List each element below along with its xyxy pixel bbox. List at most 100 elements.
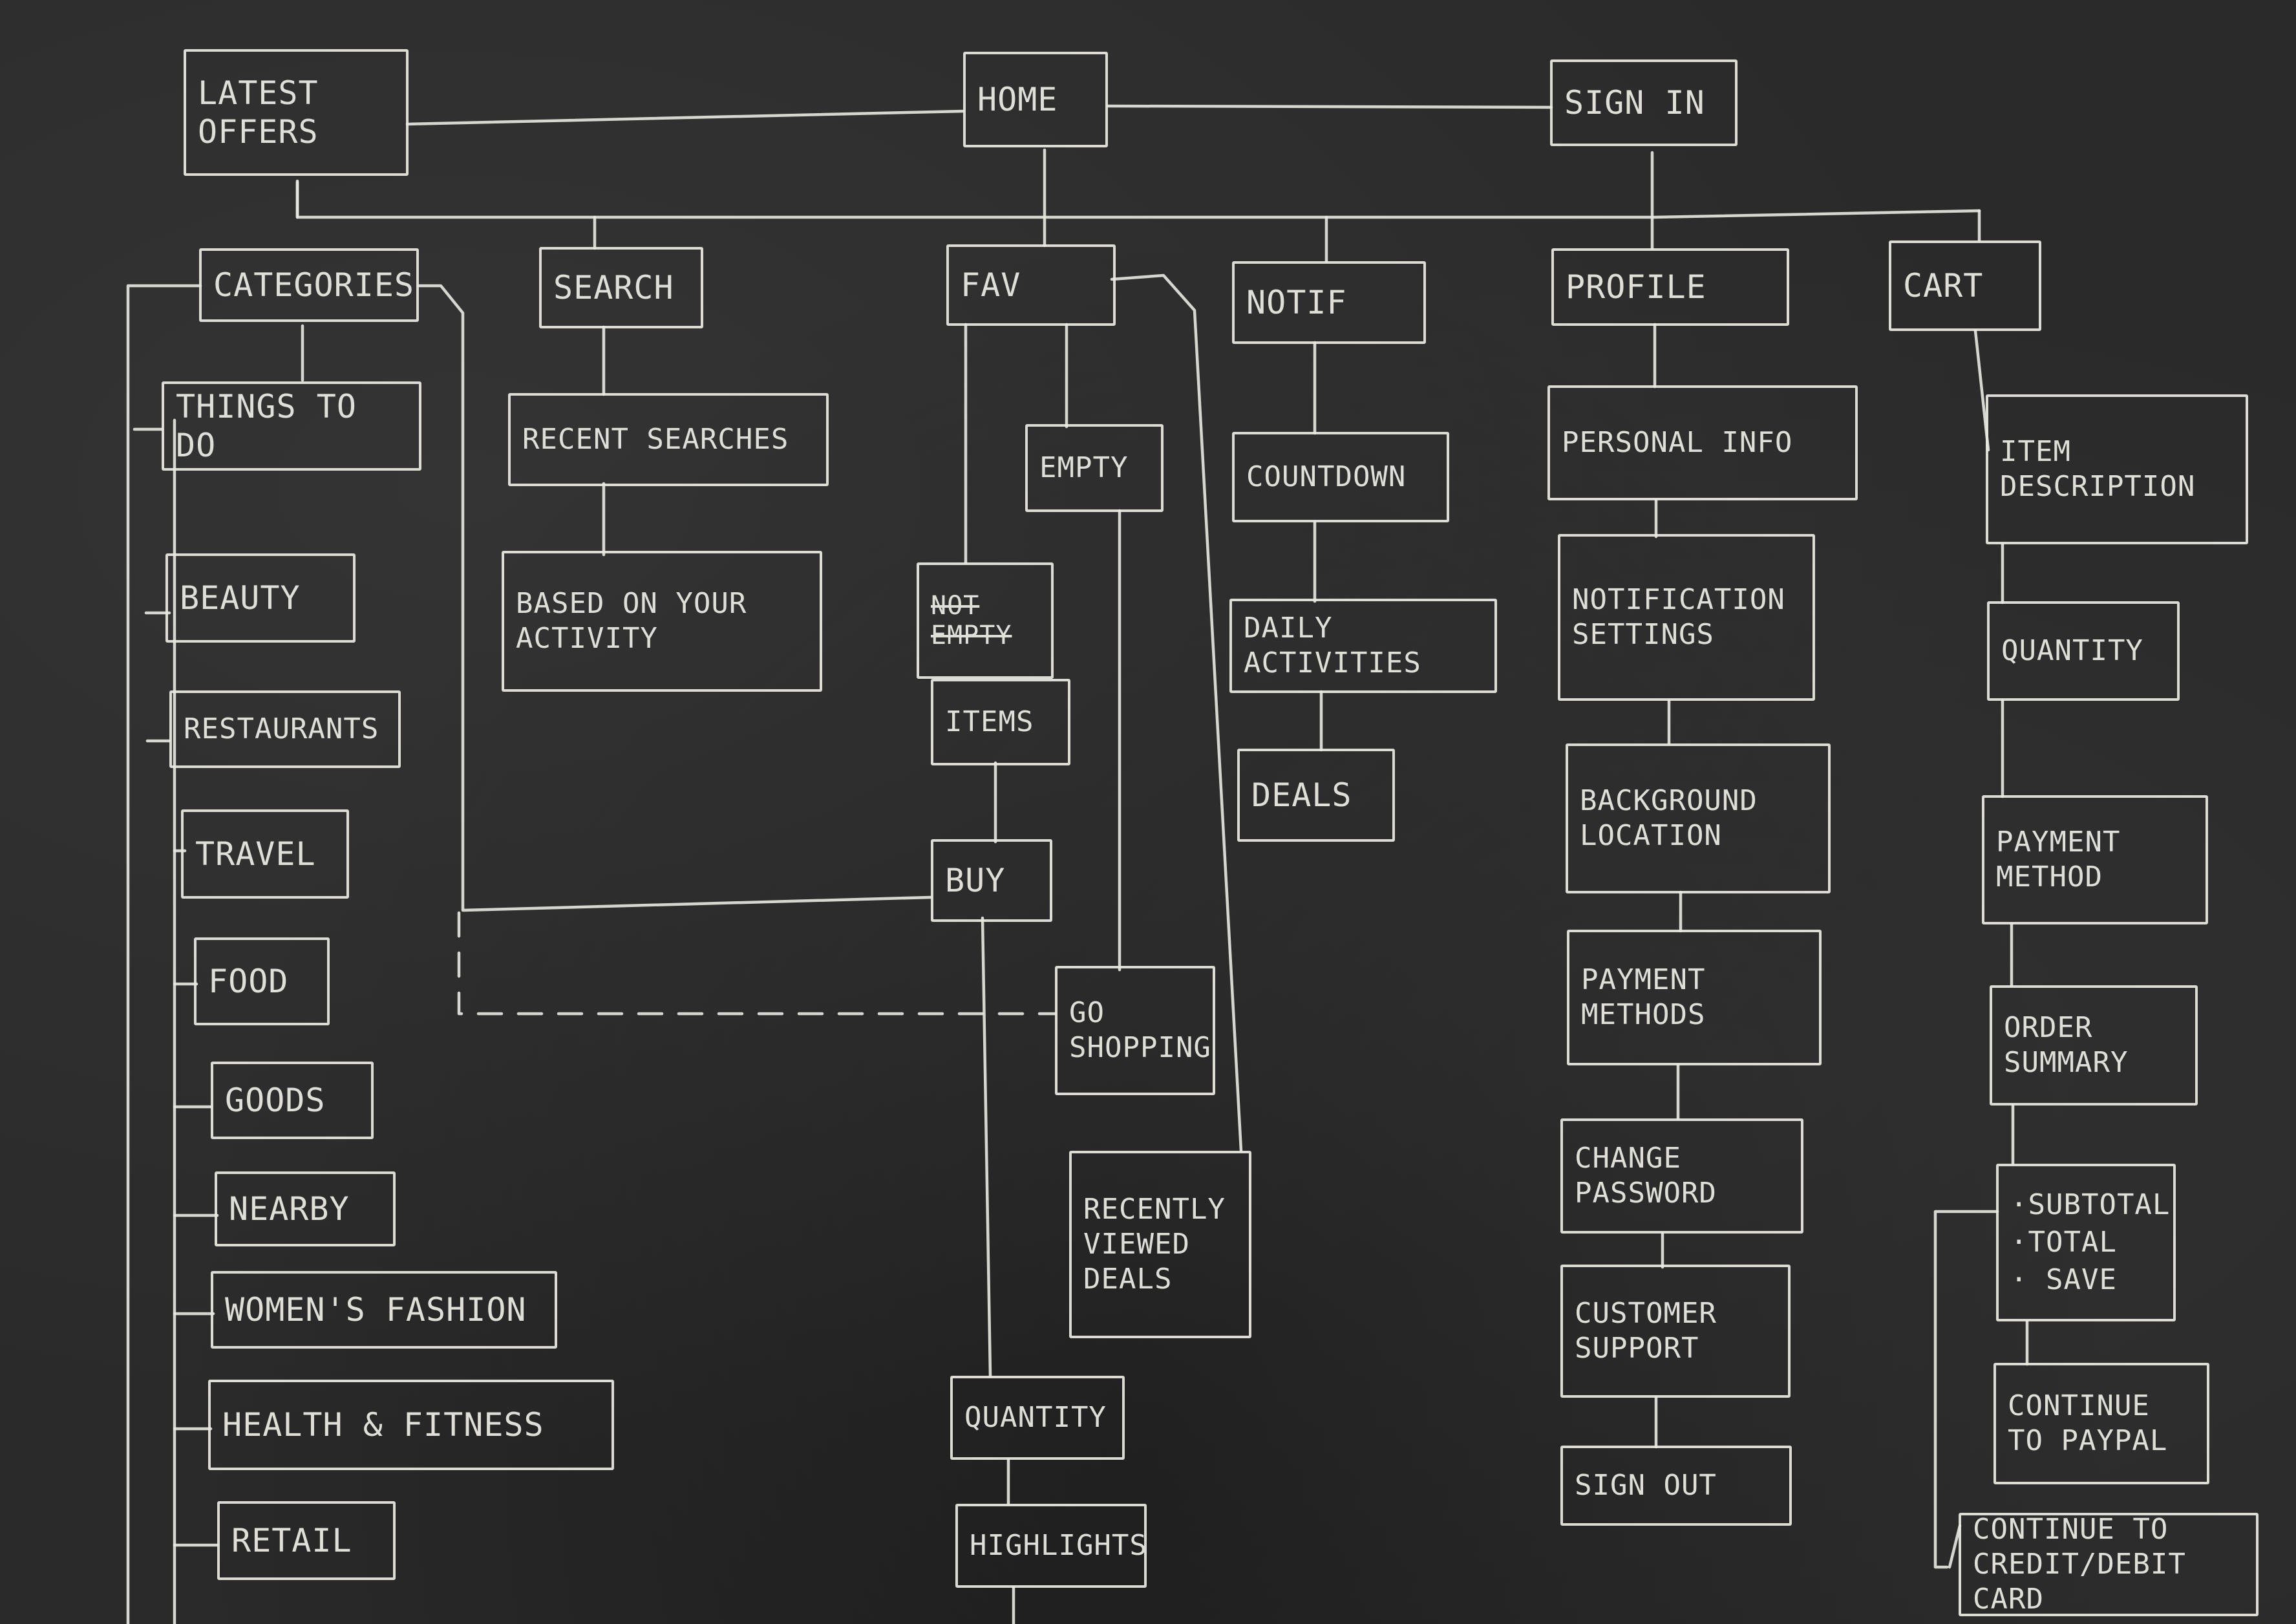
node-notification-settings: NOTIFICATION SETTINGS xyxy=(1558,534,1815,701)
node-health-fitness: HEALTH & FITNESS xyxy=(208,1380,614,1470)
edge-buy-down xyxy=(981,916,992,1378)
node-label: NOT EMPTY xyxy=(931,591,1012,650)
node-quantity-fav: QUANTITY xyxy=(950,1376,1125,1460)
node-label: FAV xyxy=(961,266,1021,304)
node-label: PROFILE xyxy=(1566,268,1706,306)
node-sign-out: SIGN OUT xyxy=(1560,1446,1792,1526)
node-payment-methods: PAYMENT METHODS xyxy=(1567,930,1822,1065)
node-label: CUSTOMER SUPPORT xyxy=(1575,1297,1717,1365)
node-label: PAYMENT METHODS xyxy=(1581,963,1706,1031)
node-empty: EMPTY xyxy=(1025,424,1164,512)
node-fav: FAV xyxy=(946,244,1116,326)
node-label: THINGS TO DO xyxy=(176,388,357,464)
node-womens-fashion: WOMEN'S FASHION xyxy=(211,1271,557,1349)
edge-home-signin xyxy=(1106,104,1553,109)
node-label: CATEGORIES xyxy=(213,266,415,304)
node-home: HOME xyxy=(963,52,1108,147)
node-highlights: HIGHLIGHTS xyxy=(955,1504,1147,1588)
edge-cat-spine xyxy=(126,284,202,1624)
node-label: BASED ON YOUR ACTIVITY xyxy=(516,587,747,655)
node-nearby: NEARBY xyxy=(215,1171,396,1246)
node-label: QUANTITY xyxy=(964,1401,1107,1434)
node-label: BEAUTY xyxy=(180,579,301,617)
node-cart: CART xyxy=(1889,240,2041,331)
node-label: QUANTITY xyxy=(2001,634,2143,667)
node-things-to-do: THINGS TO DO xyxy=(162,381,421,471)
node-label: EMPTY xyxy=(1039,451,1129,484)
node-label: CART xyxy=(1903,267,1984,304)
node-label: WOMEN'S FASHION xyxy=(225,1291,527,1329)
node-label: SIGN IN xyxy=(1564,84,1705,122)
node-categories: CATEGORIES xyxy=(199,248,419,322)
node-label: GOODS xyxy=(225,1082,326,1119)
node-sign-in: SIGN IN xyxy=(1550,59,1738,146)
node-label: BUY xyxy=(945,862,1006,899)
node-label: NOTIFICATION SETTINGS xyxy=(1572,583,1785,651)
node-recent-searches: RECENT SEARCHES xyxy=(508,393,829,486)
node-label: ·SUBTOTAL ·TOTAL · SAVE xyxy=(2010,1188,2171,1296)
node-notif: NOTIF xyxy=(1232,261,1426,344)
node-customer-support: CUSTOMER SUPPORT xyxy=(1560,1265,1791,1398)
node-daily-activities: DAILY ACTIVITIES xyxy=(1229,599,1497,693)
node-change-password: CHANGE PASSWORD xyxy=(1560,1118,1803,1234)
edge-bus xyxy=(295,179,1981,219)
node-label: DAILY ACTIVITIES xyxy=(1244,612,1421,679)
node-label: RECENT SEARCHES xyxy=(522,423,789,456)
node-personal-info: PERSONAL INFO xyxy=(1547,385,1858,500)
node-label: HOME xyxy=(977,81,1058,118)
node-beauty: BEAUTY xyxy=(165,553,356,643)
node-label: COUNTDOWN xyxy=(1246,460,1407,493)
node-recently-viewed-deals: RECENTLY VIEWED DEALS xyxy=(1069,1151,1251,1338)
node-label: CONTINUE TO CREDIT/DEBIT CARD xyxy=(1973,1513,2186,1616)
node-label: NEARBY xyxy=(229,1190,350,1228)
node-label: BACKGROUND LOCATION xyxy=(1580,784,1758,852)
node-label: SIGN OUT xyxy=(1575,1469,1717,1502)
node-label: LATEST OFFERS xyxy=(198,74,319,151)
node-continue-card: CONTINUE TO CREDIT/DEBIT CARD xyxy=(1959,1513,2259,1616)
node-label: TRAVEL xyxy=(195,835,316,873)
node-label: FOOD xyxy=(208,963,289,1000)
node-payment-method: PAYMENT METHOD xyxy=(1982,795,2208,924)
node-latest-offers: LATEST OFFERS xyxy=(184,49,409,176)
node-label: RESTAURANTS xyxy=(184,712,379,745)
node-countdown: COUNTDOWN xyxy=(1232,432,1449,522)
node-label: PERSONAL INFO xyxy=(1562,426,1793,459)
edge-offers-home xyxy=(405,109,965,126)
node-label: RETAIL xyxy=(231,1522,352,1559)
node-travel: TRAVEL xyxy=(181,809,349,899)
node-goods: GOODS xyxy=(211,1062,374,1139)
node-label: RECENTLY VIEWED DEALS xyxy=(1083,1193,1226,1296)
edge-fav-right xyxy=(1110,273,1243,1153)
edge-card-left xyxy=(1948,1524,1962,1569)
node-label: CHANGE PASSWORD xyxy=(1575,1142,1717,1210)
node-food: FOOD xyxy=(194,937,330,1025)
node-restaurants: RESTAURANTS xyxy=(169,690,401,768)
node-order-summary: ORDER SUMMARY xyxy=(1990,985,2198,1106)
node-profile: PROFILE xyxy=(1551,248,1789,326)
node-label: ITEM DESCRIPTION xyxy=(2000,435,2196,503)
node-label: NOTIF xyxy=(1246,284,1347,321)
node-buy: BUY xyxy=(931,839,1052,922)
node-not-empty: NOT EMPTY xyxy=(917,562,1054,679)
node-label: GO SHOPPING xyxy=(1069,996,1211,1064)
node-label: DEALS xyxy=(1251,776,1352,814)
node-label: PAYMENT METHOD xyxy=(1996,826,2121,893)
node-go-shopping: GO SHOPPING xyxy=(1055,966,1215,1095)
node-summary-list: ·SUBTOTAL ·TOTAL · SAVE xyxy=(1996,1164,2176,1321)
node-items: ITEMS xyxy=(931,679,1070,765)
node-deals: DEALS xyxy=(1237,749,1395,842)
node-label: CONTINUE TO PAYPAL xyxy=(2008,1389,2168,1457)
edge-summary-card xyxy=(1933,1210,1999,1569)
edge-cat-buy xyxy=(417,284,933,912)
node-continue-paypal: CONTINUE TO PAYPAL xyxy=(1993,1363,2209,1484)
node-search: SEARCH xyxy=(539,247,703,328)
edge-dashed-goshopping xyxy=(457,911,1057,1016)
node-label: SEARCH xyxy=(553,269,674,306)
node-item-description: ITEM DESCRIPTION xyxy=(1986,394,2248,544)
node-label: ORDER SUMMARY xyxy=(2004,1011,2129,1079)
node-retail: RETAIL xyxy=(217,1501,396,1580)
node-background-location: BACKGROUND LOCATION xyxy=(1566,743,1831,893)
node-label: HIGHLIGHTS xyxy=(970,1529,1147,1562)
